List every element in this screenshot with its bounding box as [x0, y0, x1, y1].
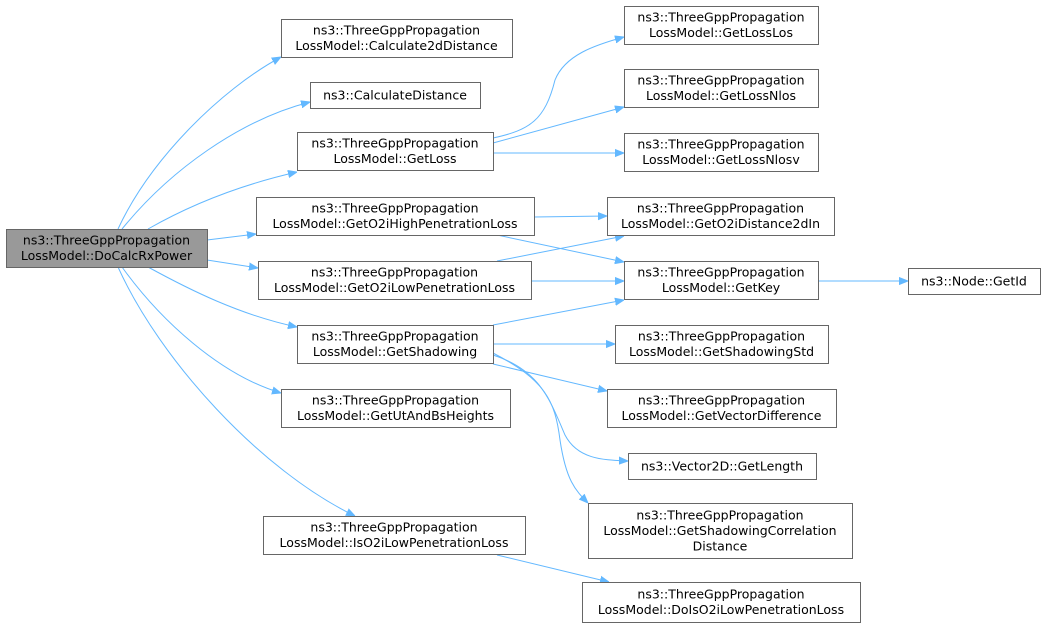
node-box: [263, 516, 526, 555]
node-label-line: ns3::ThreeGppPropagation: [313, 23, 480, 38]
node-label-line: Distance: [693, 538, 748, 553]
node-box: [6, 229, 208, 268]
node-label-line: ns3::ThreeGppPropagation: [637, 587, 804, 602]
node-box: [607, 197, 835, 236]
node-label-line: LossModel::GetLoss: [333, 151, 456, 166]
node-calc2d[interactable]: ns3::ThreeGppPropagationLossModel::Calcu…: [281, 19, 513, 58]
edge-root-to-shadowing: [147, 266, 297, 327]
edges-layer: [117, 37, 908, 582]
edge-getloss-to-losslos: [492, 37, 624, 139]
node-box: [258, 261, 532, 300]
node-label-line: LossModel::GetKey: [662, 280, 781, 295]
node-box: [256, 197, 535, 236]
node-label-line: LossModel::GetShadowingCorrelation: [603, 523, 836, 538]
node-label-line: ns3::Vector2D::GetLength: [641, 458, 803, 473]
node-box: [908, 268, 1041, 295]
node-box: [624, 6, 819, 45]
node-label-line: LossModel::GetVectorDifference: [622, 408, 822, 423]
node-label-line: LossModel::Calculate2dDistance: [295, 38, 498, 53]
node-box: [281, 19, 513, 58]
node-o2ihigh[interactable]: ns3::ThreeGppPropagationLossModel::GetO2…: [256, 197, 535, 236]
edge-iso2i-to-doiso2i: [496, 554, 609, 582]
node-shadowing[interactable]: ns3::ThreeGppPropagationLossModel::GetSh…: [297, 325, 494, 364]
node-label-line: LossModel::IsO2iLowPenetrationLoss: [280, 535, 509, 550]
node-label-line: LossModel::GetLossNlosv: [642, 152, 800, 167]
node-label-line: ns3::ThreeGppPropagation: [311, 265, 478, 280]
node-label-line: ns3::CalculateDistance: [323, 87, 467, 102]
node-label-line: LossModel::GetLossLos: [649, 25, 793, 40]
node-label-line: ns3::ThreeGppPropagation: [23, 233, 190, 248]
node-root[interactable]: ns3::ThreeGppPropagationLossModel::DoCal…: [6, 229, 208, 268]
node-box: [297, 325, 494, 364]
node-doiso2i[interactable]: ns3::ThreeGppPropagationLossModel::DoIsO…: [582, 582, 861, 623]
node-vecdiff[interactable]: ns3::ThreeGppPropagationLossModel::GetVe…: [607, 389, 837, 428]
node-label-line: LossModel::DoCalcRxPower: [21, 248, 193, 263]
node-shadcorr[interactable]: ns3::ThreeGppPropagationLossModel::GetSh…: [588, 503, 853, 559]
edge-shadowing-to-vecdiff: [492, 363, 607, 391]
node-box: [582, 582, 861, 623]
node-getkey[interactable]: ns3::ThreeGppPropagationLossModel::GetKe…: [624, 261, 819, 300]
node-label-line: ns3::ThreeGppPropagation: [637, 265, 804, 280]
node-label-line: LossModel::GetO2iDistance2dIn: [621, 216, 820, 231]
node-label-line: LossModel::GetLossNlos: [646, 88, 796, 103]
node-label-line: LossModel::GetO2iHighPenetrationLoss: [272, 216, 517, 231]
node-label-line: ns3::ThreeGppPropagation: [637, 73, 804, 88]
node-o2idist[interactable]: ns3::ThreeGppPropagationLossModel::GetO2…: [607, 197, 835, 236]
node-o2ilow[interactable]: ns3::ThreeGppPropagationLossModel::GetO2…: [258, 261, 532, 300]
edge-root-to-iso2i: [117, 266, 355, 516]
node-label-line: ns3::ThreeGppPropagation: [310, 520, 477, 535]
edge-getloss-to-lossnlos: [492, 107, 624, 144]
edge-root-to-getloss: [147, 172, 297, 230]
node-label-line: ns3::ThreeGppPropagation: [312, 393, 479, 408]
edge-shadowing-to-getkey: [492, 300, 624, 326]
node-label-line: ns3::ThreeGppPropagation: [638, 393, 805, 408]
node-lossnlosv[interactable]: ns3::ThreeGppPropagationLossModel::GetLo…: [624, 133, 819, 172]
node-label-line: ns3::ThreeGppPropagation: [637, 137, 804, 152]
node-veclen[interactable]: ns3::Vector2D::GetLength: [628, 453, 817, 480]
edge-o2ihigh-to-o2idist: [533, 216, 607, 217]
node-iso2i[interactable]: ns3::ThreeGppPropagationLossModel::IsO2i…: [263, 516, 526, 555]
node-label-line: ns3::ThreeGppPropagation: [636, 507, 803, 522]
edge-shadowing-to-veclen: [492, 354, 628, 461]
node-label-line: ns3::ThreeGppPropagation: [637, 10, 804, 25]
node-label-line: LossModel::GetShadowingStd: [629, 344, 814, 359]
node-label-line: LossModel::GetUtAndBsHeights: [297, 408, 494, 423]
node-box: [297, 132, 494, 171]
node-box: [624, 69, 819, 108]
node-label-line: ns3::ThreeGppPropagation: [638, 329, 805, 344]
node-box: [624, 133, 819, 172]
node-label-line: LossModel::DoIsO2iLowPenetrationLoss: [598, 602, 844, 617]
node-shadstd[interactable]: ns3::ThreeGppPropagationLossModel::GetSh…: [615, 325, 829, 364]
node-box: [615, 325, 829, 364]
edge-root-to-calcdist: [121, 102, 310, 230]
node-utbs[interactable]: ns3::ThreeGppPropagationLossModel::GetUt…: [281, 389, 511, 428]
node-label-line: ns3::ThreeGppPropagation: [311, 329, 478, 344]
node-label-line: ns3::ThreeGppPropagation: [637, 201, 804, 216]
edge-shadowing-to-shadcorr: [492, 352, 588, 503]
node-label-line: LossModel::GetShadowing: [313, 344, 477, 359]
nodes-layer: ns3::ThreeGppPropagationLossModel::DoCal…: [6, 6, 1041, 623]
edge-root-to-utbs: [121, 266, 281, 393]
node-box: [628, 453, 817, 480]
node-box: [588, 503, 853, 559]
node-losslos[interactable]: ns3::ThreeGppPropagationLossModel::GetLo…: [624, 6, 819, 45]
node-label-line: ns3::Node::GetId: [921, 273, 1027, 288]
node-lossnlos[interactable]: ns3::ThreeGppPropagationLossModel::GetLo…: [624, 69, 819, 108]
edge-root-to-o2ilow: [206, 259, 258, 268]
node-box: [310, 82, 481, 109]
node-box: [607, 389, 837, 428]
edge-root-to-calc2d: [117, 57, 281, 230]
node-nodeid[interactable]: ns3::Node::GetId: [908, 268, 1041, 295]
edge-root-to-o2ihigh: [206, 234, 256, 241]
node-label-line: ns3::ThreeGppPropagation: [311, 136, 478, 151]
node-box: [281, 389, 511, 428]
node-calcdist[interactable]: ns3::CalculateDistance: [310, 82, 481, 109]
node-box: [624, 261, 819, 300]
node-getloss[interactable]: ns3::ThreeGppPropagationLossModel::GetLo…: [297, 132, 494, 171]
node-label-line: ns3::ThreeGppPropagation: [311, 201, 478, 216]
node-label-line: LossModel::GetO2iLowPenetrationLoss: [274, 280, 515, 295]
edge-o2ilow-to-o2idist: [496, 236, 624, 262]
